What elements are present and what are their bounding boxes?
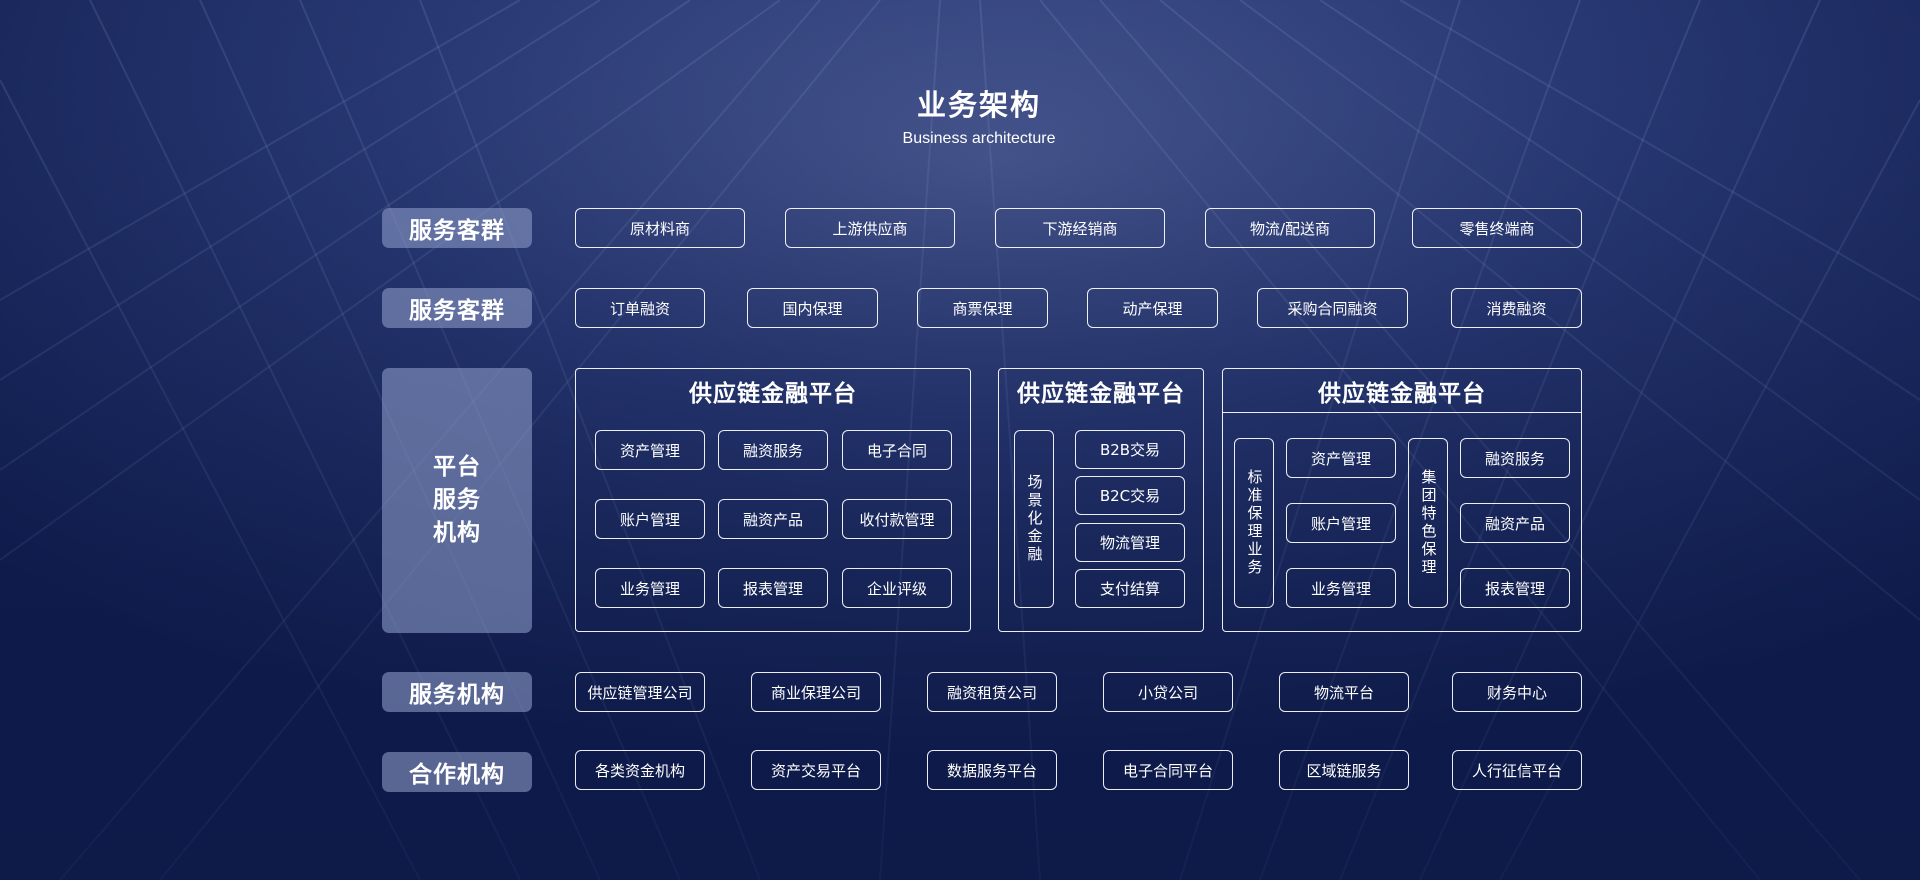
group-factoring-label: 集团特色保理: [1408, 438, 1448, 608]
module-box: 业务管理: [1286, 568, 1396, 608]
partner-box: 数据服务平台: [927, 750, 1057, 790]
module-box: 账户管理: [1286, 503, 1396, 543]
panel-3-title: 供应链金融平台: [1318, 381, 1486, 407]
partner-box: 区域链服务: [1279, 750, 1409, 790]
row-label-customers: 服务客群: [382, 208, 532, 248]
module-box: 融资产品: [718, 499, 828, 539]
module-box: 融资服务: [1460, 438, 1570, 478]
financing-box: 动产保理: [1087, 288, 1218, 328]
institution-box: 商业保理公司: [751, 672, 881, 712]
standard-factoring-label: 标准保理业务: [1234, 438, 1274, 608]
platform-panel-3: [1222, 368, 1582, 632]
customer-box: 原材料商: [575, 208, 745, 248]
financing-box: 国内保理: [747, 288, 878, 328]
panel-2-title: 供应链金融平台: [1017, 381, 1185, 407]
scenario-finance-label: 场景化金融: [1014, 430, 1054, 608]
module-box: 企业评级: [842, 568, 952, 608]
institution-box: 融资租赁公司: [927, 672, 1057, 712]
module-box: 账户管理: [595, 499, 705, 539]
module-box: 业务管理: [595, 568, 705, 608]
module-box: 报表管理: [1460, 568, 1570, 608]
platform-panel-2: [998, 368, 1204, 632]
module-box: 融资产品: [1460, 503, 1570, 543]
module-box: 物流管理: [1075, 523, 1185, 562]
customer-box: 零售终端商: [1412, 208, 1582, 248]
module-box: 融资服务: [718, 430, 828, 470]
row-label-financing: 服务客群: [382, 288, 532, 328]
group-factoring-text: 集团特色保理: [1419, 469, 1438, 577]
row-label-partners: 合作机构: [382, 752, 532, 792]
institution-box: 供应链管理公司: [575, 672, 705, 712]
panel-1-title: 供应链金融平台: [689, 381, 857, 407]
customer-box: 物流/配送商: [1205, 208, 1375, 248]
module-box: B2C交易: [1075, 476, 1185, 515]
partner-box: 各类资金机构: [575, 750, 705, 790]
row-label-platform: 平台 服务 机构: [382, 368, 532, 633]
platform-panel-1: [575, 368, 971, 632]
module-box: 资产管理: [595, 430, 705, 470]
module-box: 支付结算: [1075, 569, 1185, 608]
financing-box: 消费融资: [1451, 288, 1582, 328]
panel-3-divider: [1222, 412, 1582, 413]
institution-box: 财务中心: [1452, 672, 1582, 712]
customer-box: 下游经销商: [995, 208, 1165, 248]
financing-box: 订单融资: [575, 288, 705, 328]
page-title: 业务架构: [916, 88, 1041, 122]
module-box: 电子合同: [842, 430, 952, 470]
platform-label-line: 服务: [433, 487, 481, 513]
module-box: B2B交易: [1075, 430, 1185, 469]
partner-box: 电子合同平台: [1103, 750, 1233, 790]
module-box: 资产管理: [1286, 438, 1396, 478]
module-box: 报表管理: [718, 568, 828, 608]
partner-box: 人行征信平台: [1452, 750, 1582, 790]
row-label-institutions: 服务机构: [382, 672, 532, 712]
platform-label-line: 平台: [433, 454, 481, 480]
institution-box: 物流平台: [1279, 672, 1409, 712]
institution-box: 小贷公司: [1103, 672, 1233, 712]
partner-box: 资产交易平台: [751, 750, 881, 790]
financing-box: 商票保理: [917, 288, 1048, 328]
customer-box: 上游供应商: [785, 208, 955, 248]
standard-factoring-text: 标准保理业务: [1245, 469, 1264, 577]
financing-box: 采购合同融资: [1257, 288, 1408, 328]
platform-label-line: 机构: [433, 520, 481, 546]
scenario-finance-text: 场景化金融: [1025, 474, 1044, 564]
page-subtitle: Business architecture: [902, 130, 1056, 147]
module-box: 收付款管理: [842, 499, 952, 539]
